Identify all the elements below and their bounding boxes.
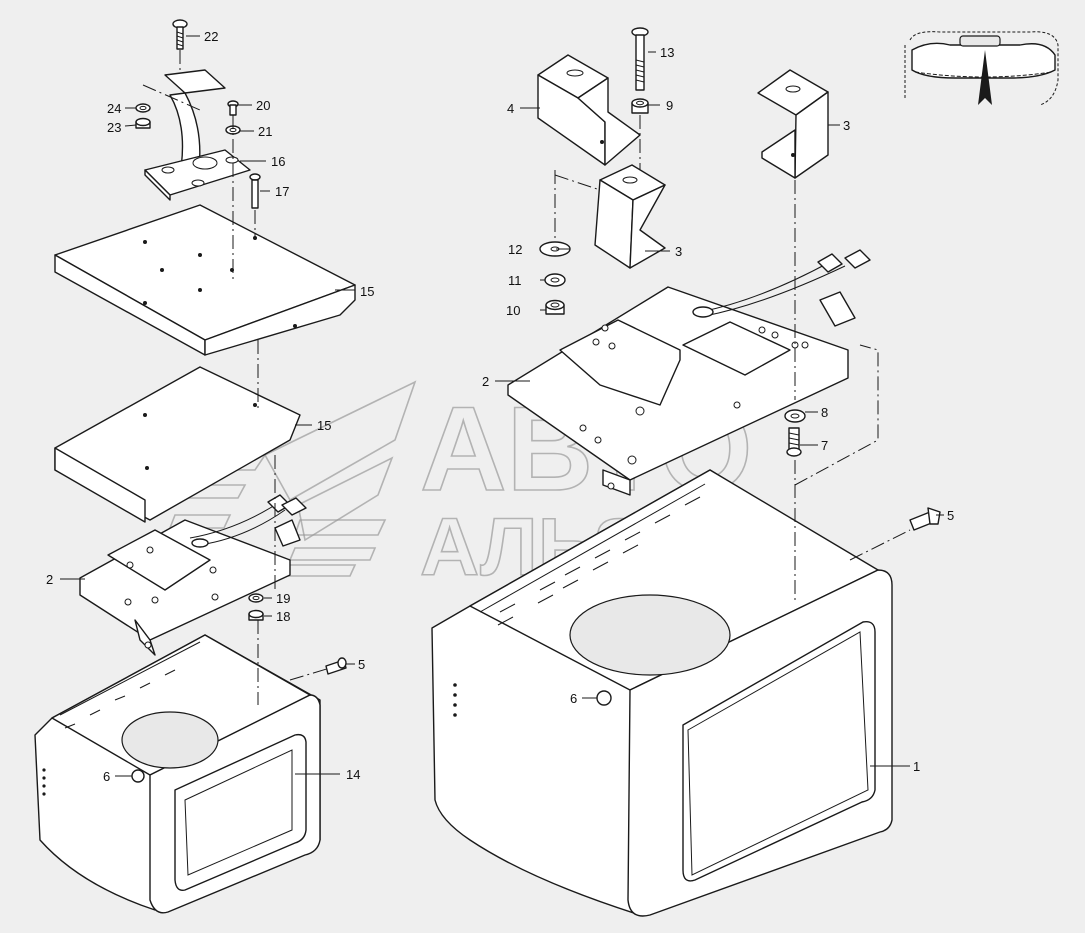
cab-top-view-icon [904, 31, 1059, 106]
callout-23: 23 [107, 120, 121, 135]
callout-24: 24 [107, 101, 121, 116]
screw-5-right [909, 507, 941, 531]
callout-15-lower: 15 [317, 418, 331, 433]
washer-24 [135, 103, 151, 113]
bolt-17 [249, 173, 261, 209]
callout-18: 18 [276, 609, 290, 624]
bracket-4 [537, 54, 641, 166]
callout-20: 20 [256, 98, 270, 113]
callout-2-left: 2 [46, 572, 53, 587]
nut-23 [135, 117, 151, 129]
callout-15-upper: 15 [360, 284, 374, 299]
bracket-3-right [757, 69, 829, 179]
monitor-14 [34, 634, 321, 914]
screw-5-left [325, 657, 347, 675]
forward-arrow-icon [978, 50, 992, 105]
callout-14: 14 [346, 767, 360, 782]
callout-6-right: 6 [570, 691, 577, 706]
callout-labels: 22 24 20 23 21 16 17 15 15 2 19 18 5 6 1… [46, 29, 954, 784]
washer-11 [544, 273, 566, 287]
washer-19 [248, 593, 264, 603]
cover-15-lower [54, 366, 301, 523]
mounting-plate-2-right [507, 249, 871, 496]
callout-3-right: 3 [843, 118, 850, 133]
callout-6-left: 6 [103, 769, 110, 784]
nut-9 [631, 98, 649, 114]
callout-22: 22 [204, 29, 218, 44]
washer-8 [784, 409, 806, 423]
callout-13: 13 [660, 45, 674, 60]
bolt-13 [631, 27, 649, 91]
screw-20 [227, 100, 239, 116]
callout-1: 1 [913, 759, 920, 774]
callout-3-left: 3 [675, 244, 682, 259]
leader-lines [60, 35, 944, 777]
assembly-axes [142, 50, 911, 705]
nut-18 [248, 609, 264, 621]
callout-5-right: 5 [947, 508, 954, 523]
callout-12: 12 [508, 242, 522, 257]
callout-4: 4 [507, 101, 514, 116]
callout-16: 16 [271, 154, 285, 169]
callout-10: 10 [506, 303, 520, 318]
callout-19: 19 [276, 591, 290, 606]
nut-10 [545, 299, 565, 315]
callout-11: 11 [508, 273, 522, 288]
watermark-logo [168, 380, 417, 577]
bracket-3-left [594, 164, 666, 269]
callout-21: 21 [258, 124, 272, 139]
callout-2-right: 2 [482, 374, 489, 389]
callout-5-left: 5 [358, 657, 365, 672]
mounting-plate-2-left [79, 494, 307, 656]
bolt-7 [786, 427, 802, 457]
cover-15-upper [54, 204, 356, 356]
bracket-16 [144, 69, 251, 201]
callout-9: 9 [666, 98, 673, 113]
callout-8: 8 [821, 405, 828, 420]
screw-22 [172, 19, 188, 50]
monitor-1 [431, 469, 893, 917]
callout-7: 7 [821, 438, 828, 453]
callout-17: 17 [275, 184, 289, 199]
